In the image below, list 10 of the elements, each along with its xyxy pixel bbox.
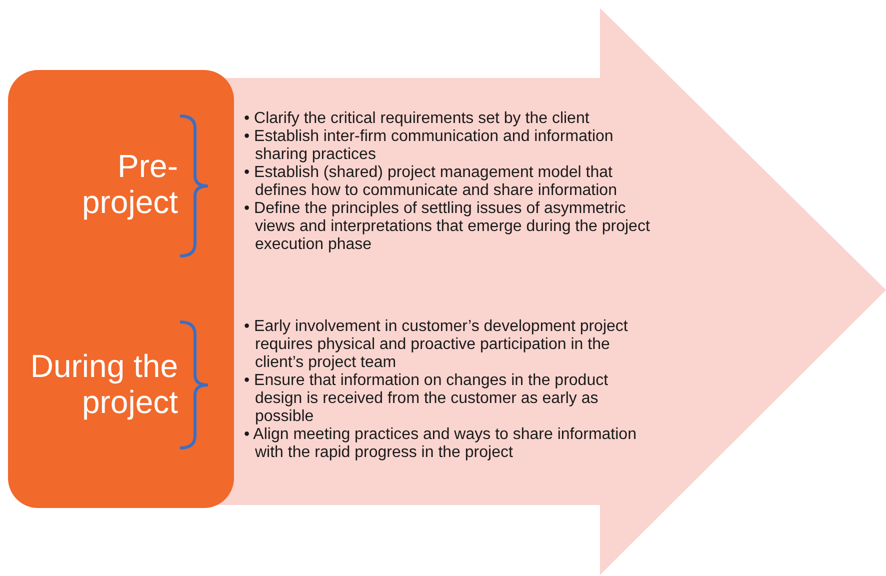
bullet-item: • Align meeting practices and ways to share information with the rapid progress in the project bbox=[244, 426, 638, 462]
phase-label: During the project bbox=[29, 348, 178, 420]
phase-label: Pre-project bbox=[80, 148, 178, 220]
bullet-item: • Establish inter-firm communication and information sharing practices bbox=[244, 128, 614, 164]
bullet-item: • Clarify the critical requirements set by the client bbox=[244, 110, 590, 128]
bullet-item: • Early involvement in customer’s development project requires physical and proactive participation in the client’s project team bbox=[244, 318, 629, 372]
phase-panel bbox=[8, 70, 234, 508]
bullet-item: • Define the principles of settling issues of asymmetric views and interpretations that emerge during the project execution phase bbox=[244, 200, 651, 254]
bullet-item: • Ensure that information on changes in the product design is received from the customer as early as possible bbox=[244, 372, 610, 426]
bullet-item: • Establish (shared) project management model that defines how to communicate and share information bbox=[244, 164, 618, 200]
